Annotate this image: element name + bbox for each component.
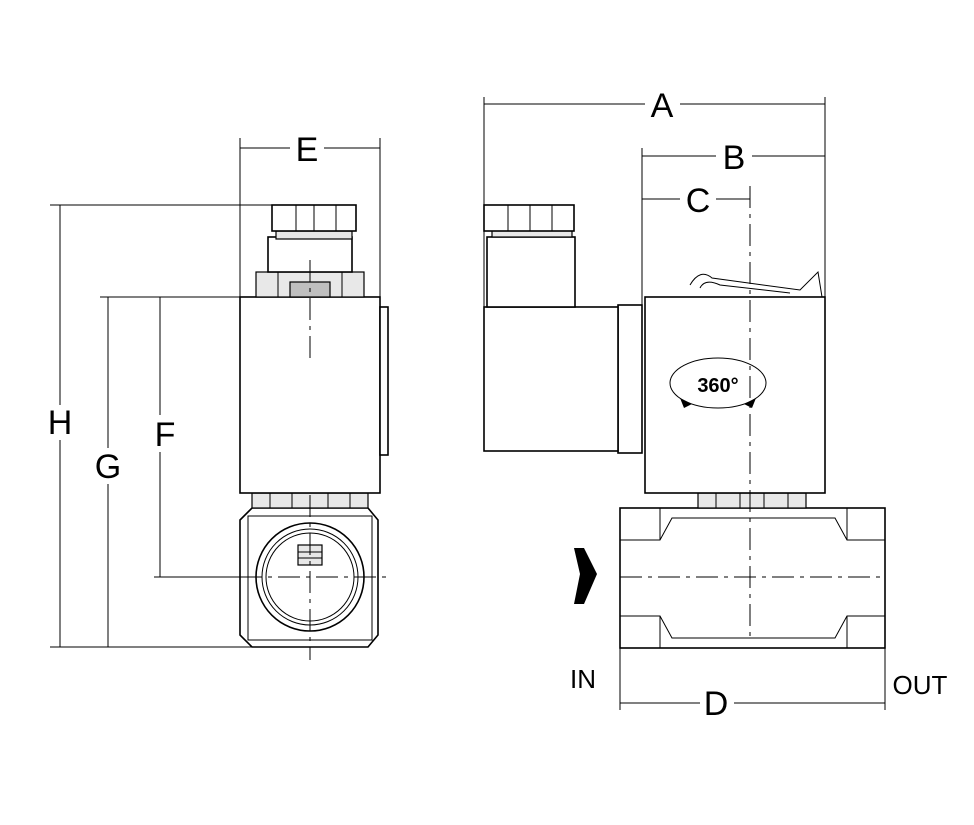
label-b: B bbox=[723, 139, 746, 177]
front-view: 360° bbox=[483, 186, 886, 649]
label-outlet: OUT bbox=[893, 670, 948, 700]
rotation-label: 360° bbox=[697, 375, 738, 397]
front-view-coil bbox=[644, 270, 826, 494]
label-g: G bbox=[95, 448, 121, 486]
label-f: F bbox=[155, 416, 176, 454]
dimension-labels: A B C D E F G H IN OUT bbox=[48, 87, 948, 723]
front-view-lower-nut bbox=[697, 492, 807, 509]
side-view-top-nut bbox=[255, 204, 365, 298]
side-view-coil bbox=[239, 296, 389, 494]
front-view-valve-body bbox=[619, 507, 886, 649]
side-view bbox=[239, 204, 392, 660]
dimension-lines bbox=[50, 97, 886, 710]
rotation-arrows-icon: 360° bbox=[669, 357, 767, 409]
label-inlet: IN bbox=[570, 664, 596, 694]
front-view-connector bbox=[483, 204, 643, 454]
flow-arrow-icon bbox=[574, 548, 597, 604]
label-h: H bbox=[48, 404, 73, 442]
label-e: E bbox=[296, 131, 319, 169]
label-a: A bbox=[651, 87, 674, 125]
label-d: D bbox=[704, 685, 729, 723]
label-c: C bbox=[686, 182, 711, 220]
